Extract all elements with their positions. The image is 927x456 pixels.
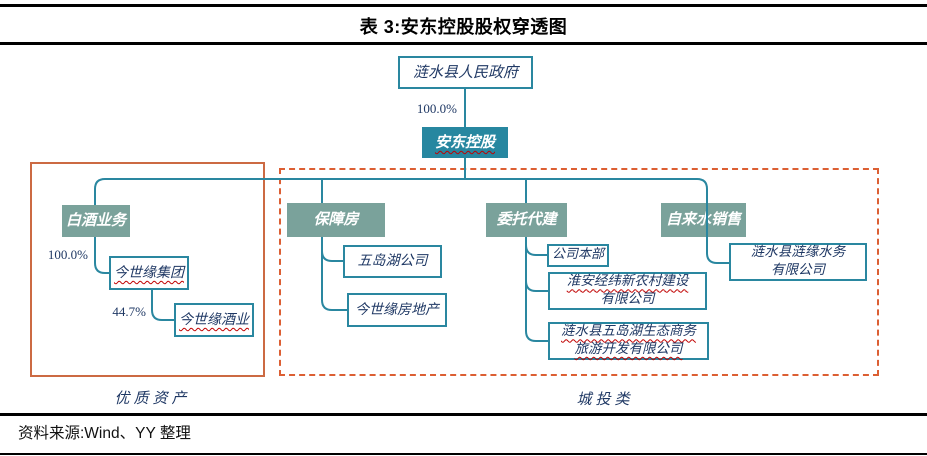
- node-label: 公司本部: [551, 247, 604, 263]
- node-label-line-2: 旅游开发有限公司: [574, 341, 683, 357]
- node-label: 五岛湖公司: [357, 253, 428, 270]
- node-lianshui-county-government: 涟水县人民政府: [398, 56, 533, 89]
- ownership-label-jsy-group: 100.0%: [47, 247, 88, 262]
- node-label: 今世缘酒业: [179, 311, 249, 328]
- node-label: 白酒业务: [65, 211, 126, 230]
- node-label-line-2: 有限公司: [600, 291, 655, 307]
- node-label-line-1: 淮安经纬新农村建设: [566, 273, 689, 290]
- node-label: 保障房: [313, 210, 359, 229]
- top-rule: [0, 4, 927, 7]
- node-jinshiyuan-group: 今世缘集团: [109, 256, 189, 290]
- node-wudaohu-eco-business-tourism: 涟水县五岛湖生态商务 旅游开发有限公司: [548, 322, 709, 360]
- title-divider-rule: [0, 42, 927, 45]
- node-label: 委托代建: [496, 210, 557, 229]
- node-affordable-housing: 保障房: [287, 203, 385, 237]
- node-label-line-1: 涟水县涟缘水务: [750, 244, 846, 261]
- node-entrusted-construction: 委托代建: [486, 203, 567, 237]
- ownership-label-root: 100.0%: [416, 101, 457, 116]
- node-company-headquarters: 公司本部: [547, 244, 609, 267]
- quality-assets-caption: 优质资产: [114, 389, 191, 407]
- node-label: 自来水销售: [665, 210, 741, 229]
- figure-title: 表 3:安东控股股权穿透图: [359, 17, 568, 37]
- node-label-line-2: 有限公司: [771, 262, 825, 278]
- footer-bottom-rule: [0, 453, 927, 455]
- urban-investment-frame: [279, 168, 879, 376]
- data-source-note: 资料来源:Wind、YY 整理: [18, 425, 191, 442]
- node-label-line-1: 涟水县五岛湖生态商务: [561, 323, 696, 340]
- footer-top-rule: [0, 413, 927, 416]
- node-label: 今世缘房地产: [355, 301, 439, 318]
- node-baijiu-business: 白酒业务: [62, 205, 130, 237]
- node-jinshiyuan-realestate: 今世缘房地产: [347, 293, 447, 327]
- node-wudaohu-company: 五岛湖公司: [343, 245, 442, 278]
- urban-investment-caption: 城投类: [576, 390, 634, 408]
- node-label: 涟水县人民政府: [412, 62, 518, 81]
- node-jinshiyuan-liquor: 今世缘酒业: [174, 303, 254, 337]
- node-label: 今世缘集团: [114, 264, 184, 281]
- node-tap-water-sales: 自来水销售: [661, 203, 746, 237]
- ownership-label-jsy-liquor: 44.7%: [112, 304, 146, 319]
- quality-assets-frame: [30, 162, 265, 377]
- node-lianyuan-water-company: 涟水县涟缘水务 有限公司: [729, 243, 867, 281]
- node-andong-holding: 安东控股: [422, 127, 508, 158]
- node-huaian-jingwei-rural-construction: 淮安经纬新农村建设 有限公司: [548, 272, 707, 310]
- node-label: 安东控股: [434, 132, 495, 151]
